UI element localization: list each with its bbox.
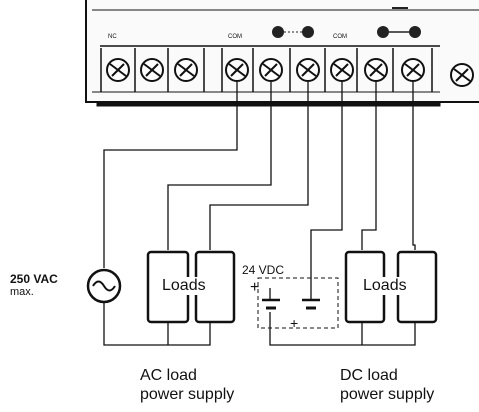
- screw-7: [330, 58, 354, 82]
- screw-1: [106, 58, 130, 82]
- ac-caption-line2: power supply: [140, 386, 235, 403]
- dc-voltage-label: 24 VDC: [242, 263, 285, 277]
- terminal-markings: [272, 7, 421, 38]
- ac-source-icon: [86, 268, 122, 304]
- dc-plus-sign: +: [250, 279, 260, 296]
- terminal-header-nc: NC: [108, 34, 117, 40]
- terminal-separators: [100, 48, 433, 92]
- loads-label-ac: Loads: [160, 277, 208, 295]
- dc-caption-line1: DC load: [340, 367, 398, 384]
- terminal-screws: [106, 58, 474, 87]
- dc-caption-line2: power supply: [340, 386, 435, 403]
- wire-ac-source-top: [103, 82, 238, 268]
- wire-dc-load-left-top: [361, 82, 377, 250]
- screw-10-partial: [450, 63, 474, 87]
- screw-5: [259, 58, 283, 82]
- terminal-header-com-1: COM: [228, 34, 242, 40]
- ac-caption-line1: AC load: [140, 367, 197, 384]
- screw-2: [140, 58, 164, 82]
- screw-3: [174, 58, 198, 82]
- wire-dc-source: [310, 82, 343, 300]
- wire-dc-load-right-top: [412, 82, 416, 250]
- ac-voltage-label: 250 VAC: [10, 272, 58, 286]
- wire-ac-load-right-top: [209, 82, 309, 250]
- dc-plus-sign-2: +: [290, 315, 299, 331]
- screw-8: [364, 58, 388, 82]
- screw-6: [296, 58, 320, 82]
- wire-ac-source-bottom: [103, 300, 168, 346]
- ac-voltage-note: max.: [10, 286, 34, 298]
- wire-ac-load-left-top: [167, 82, 272, 250]
- relay-terminal-block: [85, 0, 479, 107]
- dc-battery-icon: [257, 277, 339, 329]
- screw-9: [401, 58, 425, 82]
- terminal-header-com-2: COM: [333, 34, 347, 40]
- wires: [103, 82, 416, 346]
- screw-4: [225, 58, 249, 82]
- loads-label-dc: Loads: [361, 277, 409, 295]
